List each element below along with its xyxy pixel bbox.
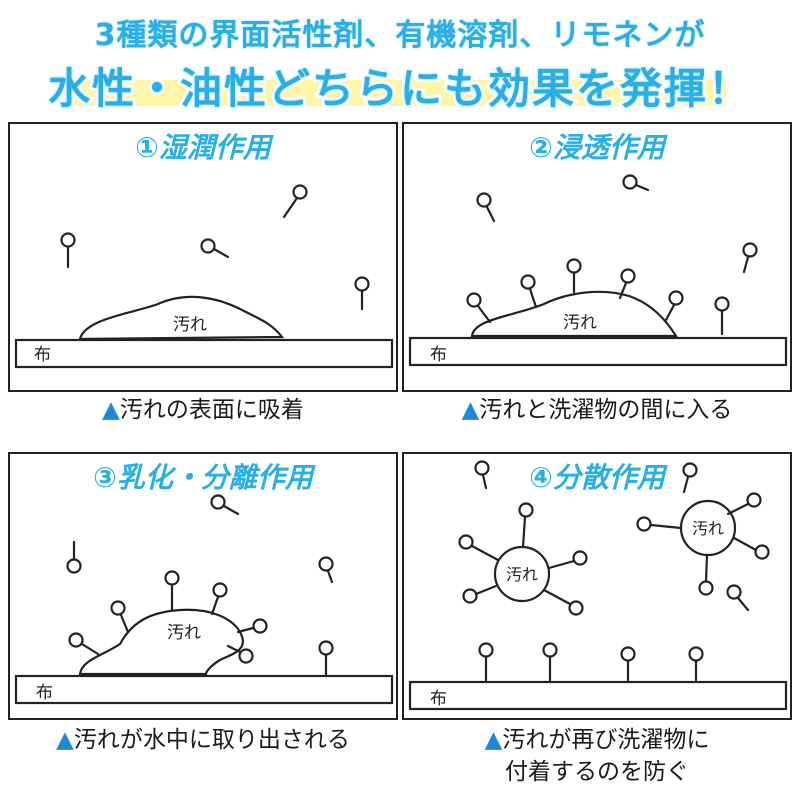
cloth-label: 布 <box>430 689 447 709</box>
surfactant-molecule-icon <box>210 494 240 516</box>
surfactant-molecule-icon <box>458 534 500 562</box>
dirt-blob-icon <box>470 290 678 338</box>
triangle-marker-icon: ▲ <box>102 397 120 423</box>
surfactant-molecule-icon <box>478 642 494 682</box>
caption-text-line-2: 付着するのを防ぐ <box>505 759 689 785</box>
dirt-label: 汚れ <box>167 623 201 643</box>
cloth-label: 布 <box>34 345 51 365</box>
surfactant-molecule-icon <box>542 642 558 682</box>
surfactant-molecule-icon <box>164 570 180 612</box>
surfactant-molecule-icon <box>318 640 334 678</box>
surfactant-molecule-icon <box>110 600 130 634</box>
dirt-label: 汚れ <box>563 313 597 333</box>
triangle-marker-icon: ▲ <box>56 727 74 753</box>
surfactant-molecule-icon <box>688 646 704 682</box>
caption-text: 汚れが水中に取り出される <box>73 727 350 753</box>
surfactant-molecule-icon <box>618 268 636 300</box>
surfactant-molecule-icon <box>664 290 684 322</box>
surfactant-molecule-icon <box>476 192 496 223</box>
triangle-marker-icon: ▲ <box>461 397 480 423</box>
surfactant-molecule-icon <box>726 584 750 612</box>
penetration-illustration: 汚れ 布 <box>408 174 788 367</box>
surfactant-molecule-icon <box>518 502 534 549</box>
surfactant-molecule-icon <box>714 296 730 336</box>
dispersion-illustration: 汚れ 汚れ 布 <box>408 460 788 711</box>
dirt-label: 汚れ <box>506 565 538 584</box>
surfactant-molecule-icon <box>68 632 100 656</box>
surfactant-molecule-icon <box>60 232 76 269</box>
panel-wetting: ①湿潤作用 汚れ 布 <box>8 122 398 392</box>
caption-text-line-1: 汚れが再び洗濯物に <box>502 727 710 753</box>
dirt-label: 汚れ <box>692 519 724 538</box>
surfactant-molecule-icon <box>282 184 308 219</box>
surfactant-molecule-icon <box>200 238 230 259</box>
surfactant-molecule-icon <box>698 553 714 596</box>
surfactant-molecule-icon <box>236 618 268 634</box>
surfactant-molecule-icon <box>520 274 538 309</box>
surfactant-molecule-icon <box>566 258 582 294</box>
caption-text: 汚れの表面に吸着 <box>119 397 304 423</box>
surfactant-molecule-icon <box>354 276 370 311</box>
caption-text: 汚れと洗濯物の間に入る <box>479 397 733 423</box>
surfactant-molecule-icon <box>226 644 254 664</box>
surfactant-molecule-icon <box>462 584 498 604</box>
surfactant-molecule-icon <box>622 174 650 192</box>
surfactant-molecule-icon <box>636 516 683 532</box>
headline-line-1: 3種類の界面活性剤、有機溶剤、リモネンが <box>92 16 707 56</box>
panel-title: ①湿潤作用 <box>135 131 271 164</box>
cloth-strip-icon <box>408 680 788 711</box>
cloth-strip-icon <box>408 336 788 367</box>
cloth-label: 布 <box>430 345 447 365</box>
caption-emulsification: ▲汚れが水中に取り出される <box>8 724 398 756</box>
caption-wetting: ▲汚れの表面に吸着 <box>8 394 398 426</box>
surfactant-molecule-icon <box>620 646 636 682</box>
headline-line-2: 水性・油性どちらにも効果を発揮！ <box>45 61 753 116</box>
surfactant-molecule-icon <box>318 556 334 584</box>
caption-penetration: ▲汚れと洗濯物の間に入る <box>402 394 792 426</box>
surfactant-molecule-icon <box>474 460 490 490</box>
panel-dispersion: ④分散作用 汚れ 汚れ 布 <box>402 452 792 720</box>
surfactant-molecule-icon <box>66 540 82 574</box>
cloth-strip-icon <box>14 338 394 369</box>
surfactant-molecule-icon <box>742 242 758 274</box>
panel-title: ④分散作用 <box>529 461 665 494</box>
emulsification-illustration: 汚れ 布 <box>14 494 394 705</box>
surfactant-molecule-icon <box>466 292 492 324</box>
panel-penetration: ②浸透作用 汚れ 布 <box>402 122 792 392</box>
surfactant-molecule-icon <box>542 588 584 616</box>
header: 3種類の界面活性剤、有機溶剤、リモネンが 水性・油性どちらにも効果を発揮！ <box>0 0 800 118</box>
panel-title: ②浸透作用 <box>529 131 665 164</box>
cloth-label: 布 <box>36 683 53 703</box>
dirt-blob-icon <box>78 608 244 676</box>
panel-emulsification: ③乳化・分離作用 汚れ 布 <box>8 452 398 720</box>
surfactant-molecule-icon <box>732 536 770 560</box>
triangle-marker-icon: ▲ <box>484 727 503 753</box>
headline-highlight <box>58 80 726 106</box>
surfactant-molecule-icon <box>726 492 762 516</box>
surfactant-molecule-icon <box>682 462 698 494</box>
cloth-strip-icon <box>14 674 394 705</box>
surfactant-molecule-icon <box>547 550 588 570</box>
panel-title: ③乳化・分離作用 <box>93 461 313 494</box>
dirt-label: 汚れ <box>173 315 207 335</box>
surfactant-molecule-icon <box>210 582 228 616</box>
wetting-illustration: 汚れ 布 <box>14 184 394 369</box>
caption-dispersion: ▲汚れが再び洗濯物に 付着するのを防ぐ <box>402 724 792 788</box>
dirt-blob-icon <box>78 295 285 341</box>
